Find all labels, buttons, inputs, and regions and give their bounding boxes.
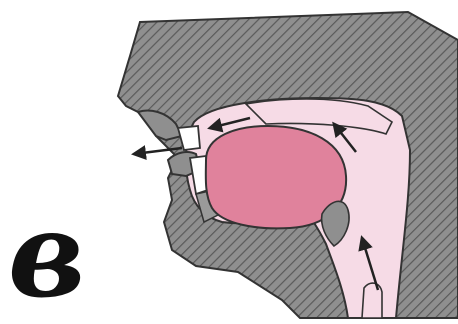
sound-letter: в xyxy=(8,196,86,314)
larynx xyxy=(362,283,382,318)
